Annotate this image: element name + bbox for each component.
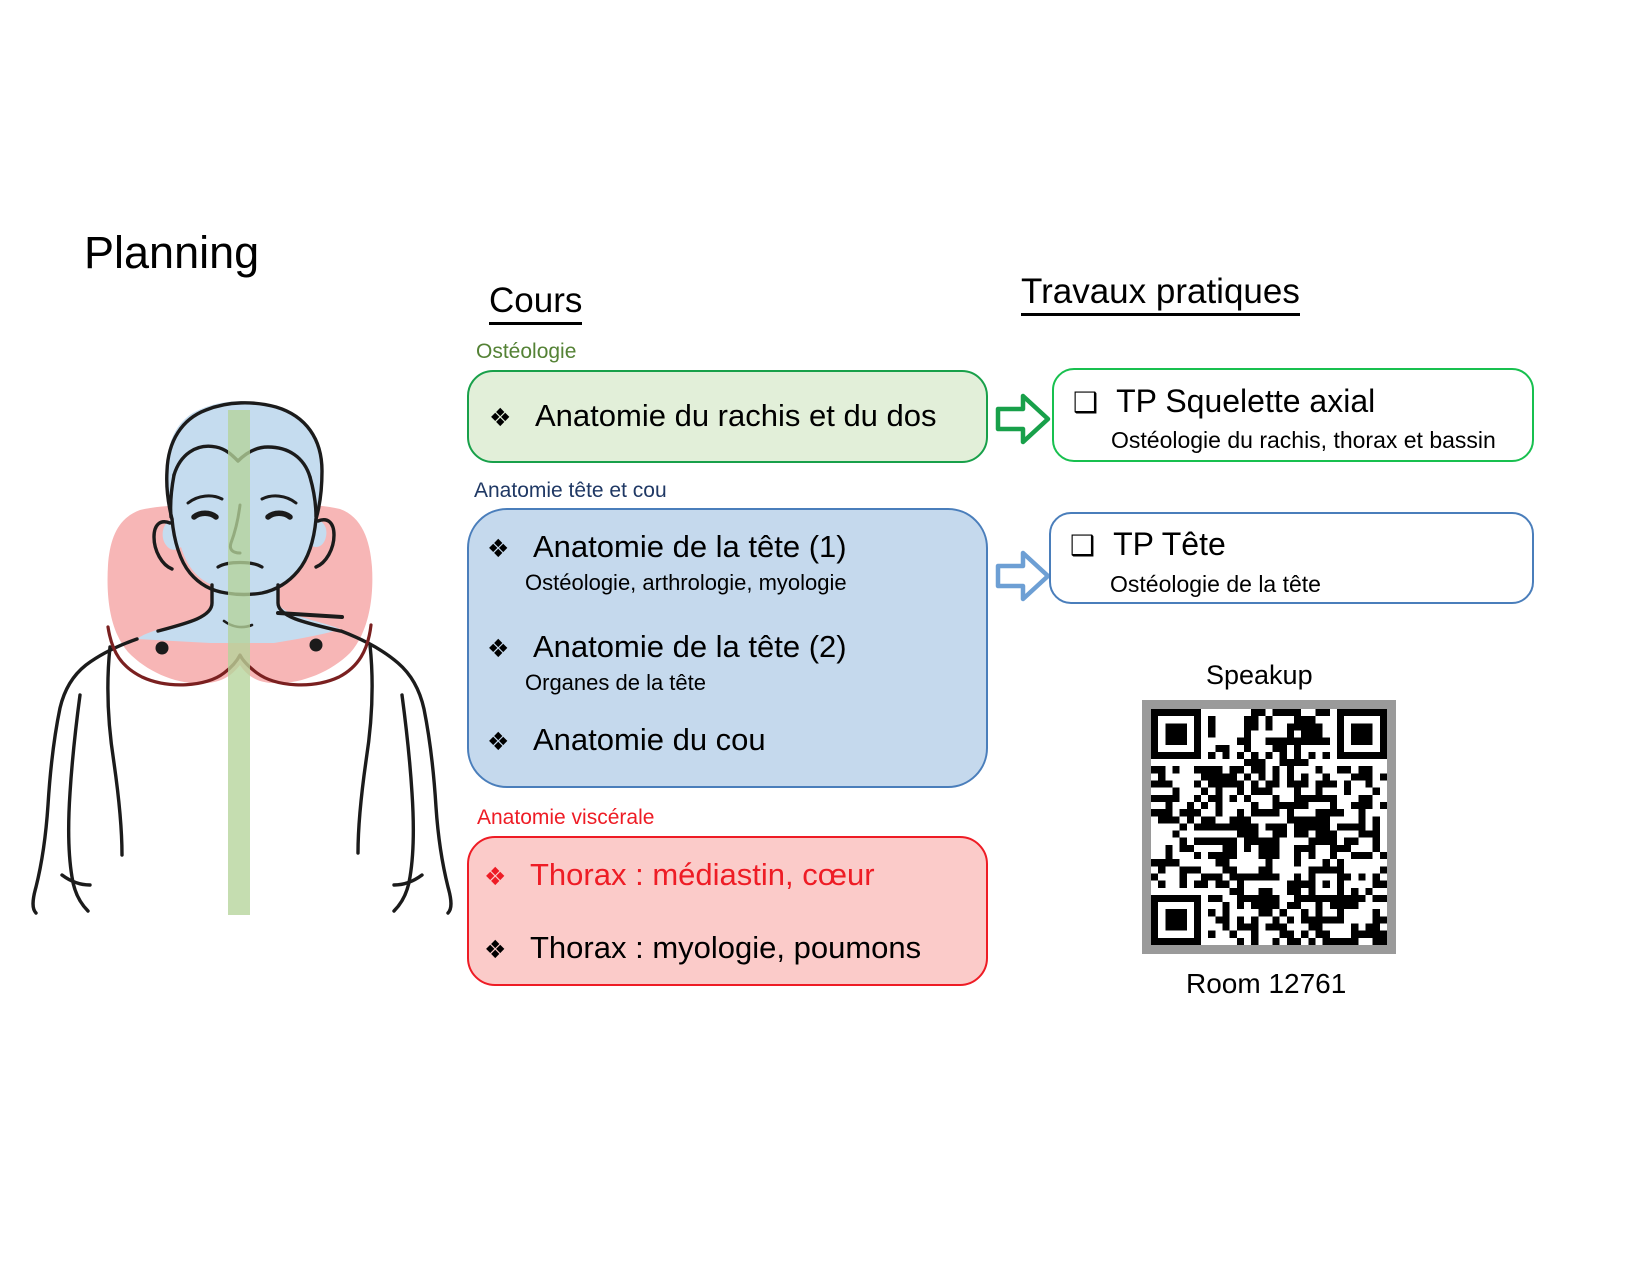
course-item-subtitle: Organes de la tête [525,670,707,695]
course-item-label: Thorax : médiastin, cœur [530,857,875,892]
median-plane-stripe [228,410,250,915]
arrow-right-green-icon [995,392,1051,451]
course-box-tete-et-cou[interactable] [467,508,988,788]
arrow-right-blue-icon [995,549,1051,608]
course-item-label: Anatomie du cou [533,722,766,757]
tp-title-label: TP Squelette axial [1116,383,1376,419]
course-box-osteologie[interactable] [467,370,988,463]
bullet-diamond-icon: ❖ [487,634,510,663]
category-label-tete-et-cou: Anatomie tête et cou [474,479,667,502]
tp-title-row-tete[interactable]: ❑ TP Tête [1070,528,1226,560]
course-item-thorax-myologie[interactable]: ❖ Thorax : myologie, poumons [484,932,921,963]
bullet-diamond-icon: ❖ [484,935,507,964]
bullet-diamond-icon: ❖ [489,403,512,432]
page-title: Planning [84,227,260,278]
column-heading-travaux-pratiques: Travaux pratiques [1021,272,1300,316]
course-box-viscerale[interactable] [467,836,988,986]
course-item-label: Anatomie du rachis et du dos [535,398,937,433]
course-item-tete-1[interactable]: ❖ Anatomie de la tête (1) [487,531,847,562]
room-label: Room 12761 [1186,968,1347,999]
tp-subtitle-label: Ostéologie de la tête [1110,571,1321,597]
square-bullet-icon: ❑ [1070,529,1096,562]
square-bullet-icon: ❑ [1073,386,1099,419]
bullet-diamond-icon: ❖ [487,534,510,563]
tp-box-squelette-axial[interactable] [1052,368,1534,462]
course-item-rachis[interactable]: ❖ Anatomie du rachis et du dos [489,400,937,431]
course-item-tete-2[interactable]: ❖ Anatomie de la tête (2) [487,631,847,662]
tp-title-row-squelette-axial[interactable]: ❑ TP Squelette axial [1073,385,1375,417]
tp-title-label: TP Tête [1113,526,1226,562]
qr-code-frame [1142,700,1396,954]
category-label-osteologie: Ostéologie [476,340,577,363]
bullet-diamond-icon: ❖ [487,727,510,756]
course-item-label: Anatomie de la tête (2) [533,629,847,664]
qr-code-image [1151,709,1387,945]
tp-box-tete[interactable] [1049,512,1534,604]
category-label-viscerale: Anatomie viscérale [477,806,655,829]
course-item-subtitle: Ostéologie, arthrologie, myologie [525,570,847,595]
speakup-label: Speakup [1206,660,1313,690]
course-item-cou[interactable]: ❖ Anatomie du cou [487,724,766,755]
tp-subtitle-label: Ostéologie du rachis, thorax et bassin [1111,427,1496,453]
course-item-thorax-mediastin[interactable]: ❖ Thorax : médiastin, cœur [484,859,875,890]
course-item-label: Anatomie de la tête (1) [533,529,847,564]
column-heading-cours: Cours [489,281,583,325]
course-item-label: Thorax : myologie, poumons [530,930,922,965]
bullet-diamond-icon: ❖ [484,862,507,891]
